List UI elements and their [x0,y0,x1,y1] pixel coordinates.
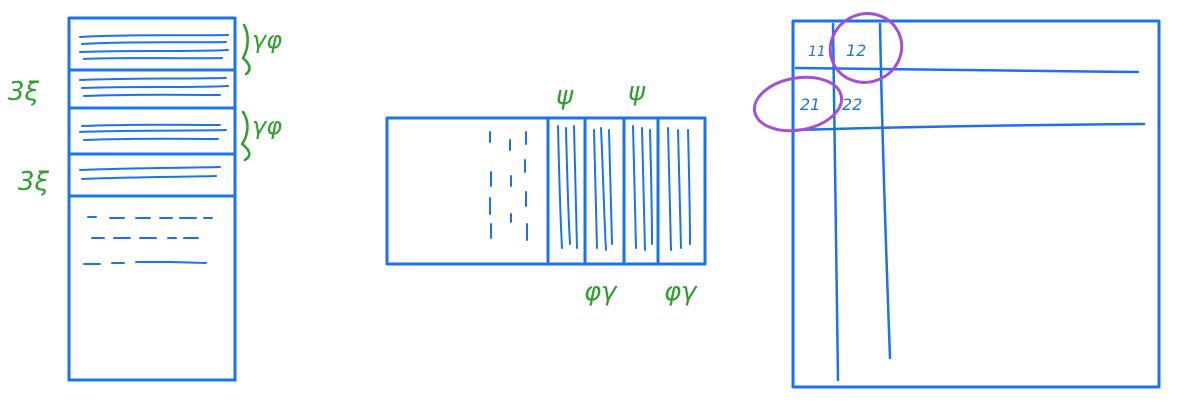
middle-matrix-sketch: ψ ψ φγ φγ [385,77,707,307]
right-block-vertical-line [831,22,840,382]
middle-column-label-bottom: φγ [584,277,618,307]
left-band-label-left: 3ξ [18,167,50,197]
block-label-11: 11 [808,44,826,60]
left-band-label-right: γφ [252,112,282,140]
left-band-label-right: γφ [252,26,282,54]
middle-column-label-top: ψ [556,81,574,111]
left-band-braces-right [240,23,251,162]
right-block-horizontal-line [794,122,1146,132]
left-dashed-rows [83,216,213,265]
right-block-vertical-line [878,22,892,360]
block-label-22: 22 [842,95,862,114]
block-label-12: 12 [846,41,866,60]
highlight-circle-21 [752,75,844,133]
left-band-label-left: 3ξ [8,77,40,107]
middle-matrix-outline [385,116,707,266]
left-band-scribbles [79,34,229,180]
right-matrix-outline [791,19,1161,389]
middle-column-label-bottom: φγ [664,277,698,307]
middle-dashed-columns [489,131,528,241]
middle-column-scribbles [557,125,691,251]
block-label-21: 21 [800,95,820,114]
left-matrix-outline [67,16,237,382]
left-matrix-sketch: γφ γφ 3ξ 3ξ [8,16,282,382]
right-block-matrix-sketch: 11 12 21 22 [752,12,1161,389]
middle-column-label-top: ψ [628,77,646,107]
right-block-horizontal-line [794,66,1140,74]
highlight-circle-12 [828,12,904,84]
